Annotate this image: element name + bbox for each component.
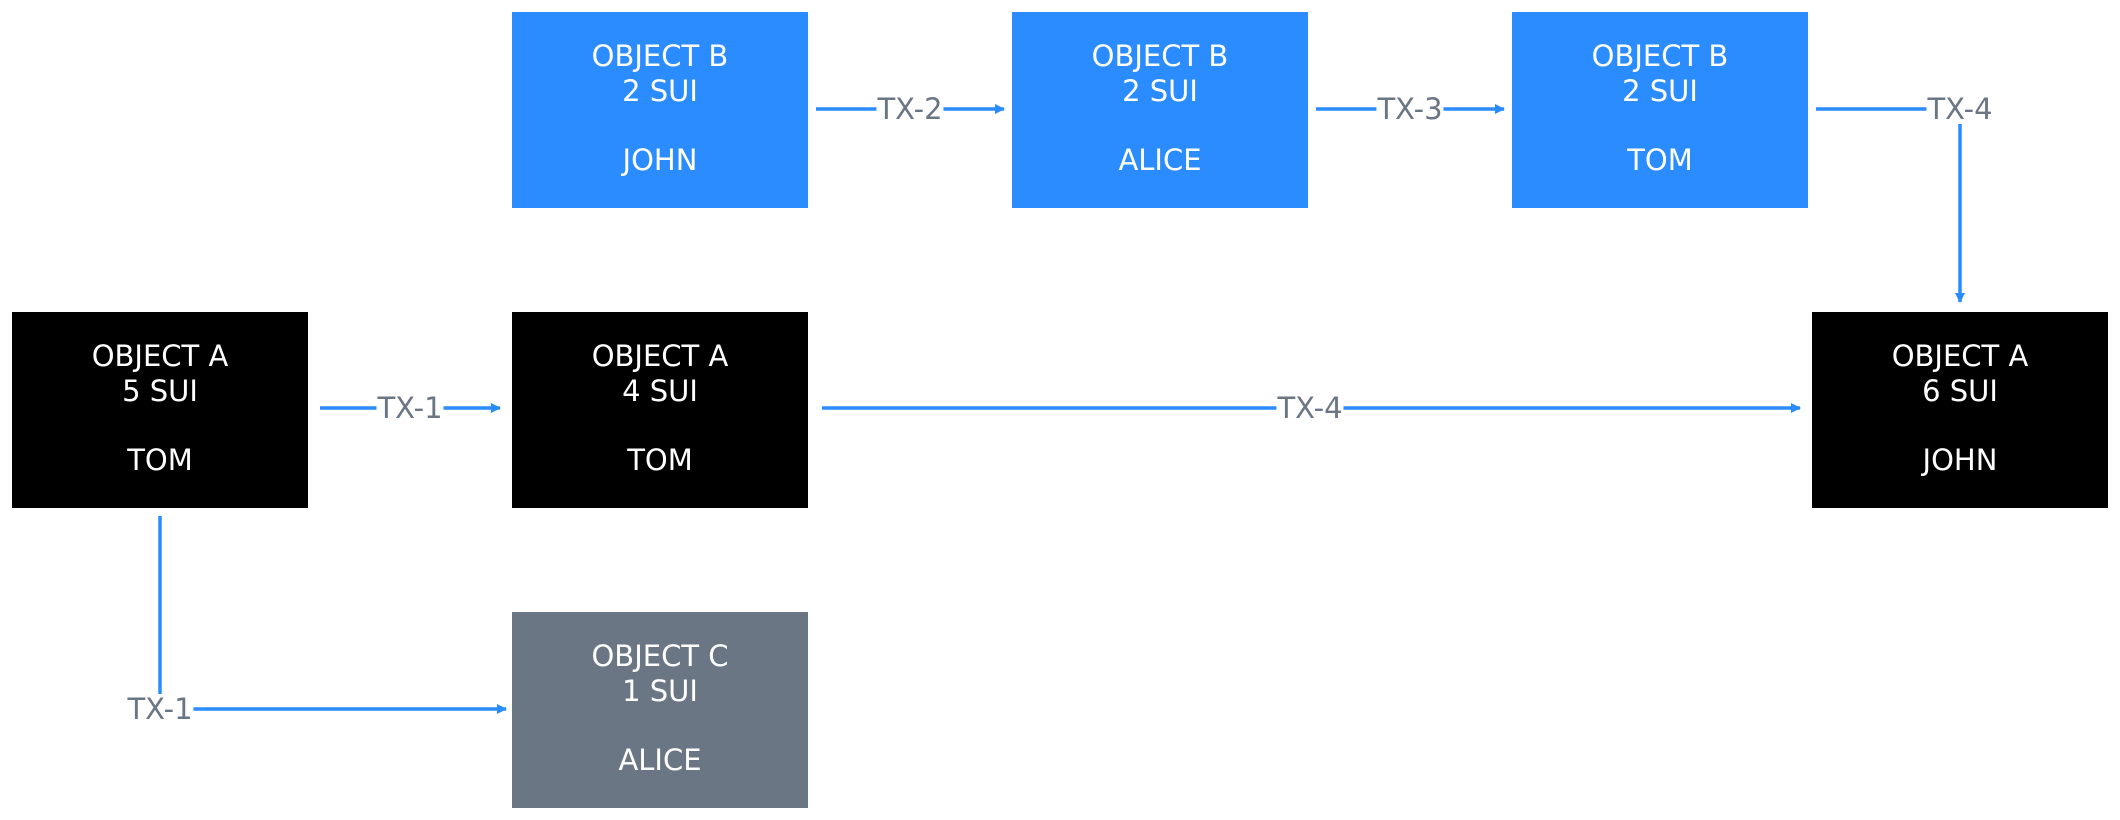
object-owner: TOM — [627, 443, 693, 477]
object-owner: TOM — [1627, 143, 1693, 177]
object-name: OBJECT A — [591, 339, 729, 373]
node-object-b-alice[interactable]: OBJECT B 2 SUI ALICE — [1012, 12, 1308, 208]
node-object-b-tom[interactable]: OBJECT B 2 SUI TOM — [1512, 12, 1808, 208]
object-name: OBJECT B — [591, 39, 729, 73]
object-amount: 2 SUI — [1122, 74, 1198, 108]
node-object-a-tom-4[interactable]: OBJECT A 4 SUI TOM — [512, 312, 808, 508]
object-name: OBJECT C — [591, 639, 729, 673]
node-object-b-john[interactable]: OBJECT B 2 SUI JOHN — [512, 12, 808, 208]
object-name: OBJECT A — [91, 339, 229, 373]
object-name: OBJECT B — [1091, 39, 1229, 73]
object-amount: 5 SUI — [122, 374, 198, 408]
object-owner: ALICE — [618, 743, 702, 777]
object-owner: JOHN — [622, 143, 698, 177]
object-amount: 6 SUI — [1922, 374, 1998, 408]
edge-label-tx2: TX-2 — [876, 92, 944, 126]
object-amount: 2 SUI — [622, 74, 698, 108]
edge-label-tx4-middle: TX-4 — [1276, 391, 1344, 425]
edge-b-tom-to-a-john — [1816, 107, 1965, 303]
object-name: OBJECT B — [1591, 39, 1729, 73]
node-object-a-john-6[interactable]: OBJECT A 6 SUI JOHN — [1812, 312, 2108, 508]
edge-a-tom5-to-c-alice — [158, 516, 507, 714]
edge-label-tx3: TX-3 — [1376, 92, 1444, 126]
object-amount: 2 SUI — [1622, 74, 1698, 108]
object-amount: 4 SUI — [622, 374, 698, 408]
node-object-c-alice[interactable]: OBJECT C 1 SUI ALICE — [512, 612, 808, 808]
edge-label-tx1-bottom: TX-1 — [126, 692, 194, 726]
object-owner: ALICE — [1118, 143, 1202, 177]
object-name: OBJECT A — [1891, 339, 2029, 373]
edge-label-tx4-top: TX-4 — [1926, 92, 1994, 126]
object-amount: 1 SUI — [622, 674, 698, 708]
edge-label-tx1-middle: TX-1 — [376, 391, 444, 425]
node-object-a-tom-5[interactable]: OBJECT A 5 SUI TOM — [12, 312, 308, 508]
object-owner: TOM — [127, 443, 193, 477]
object-owner: JOHN — [1922, 443, 1998, 477]
